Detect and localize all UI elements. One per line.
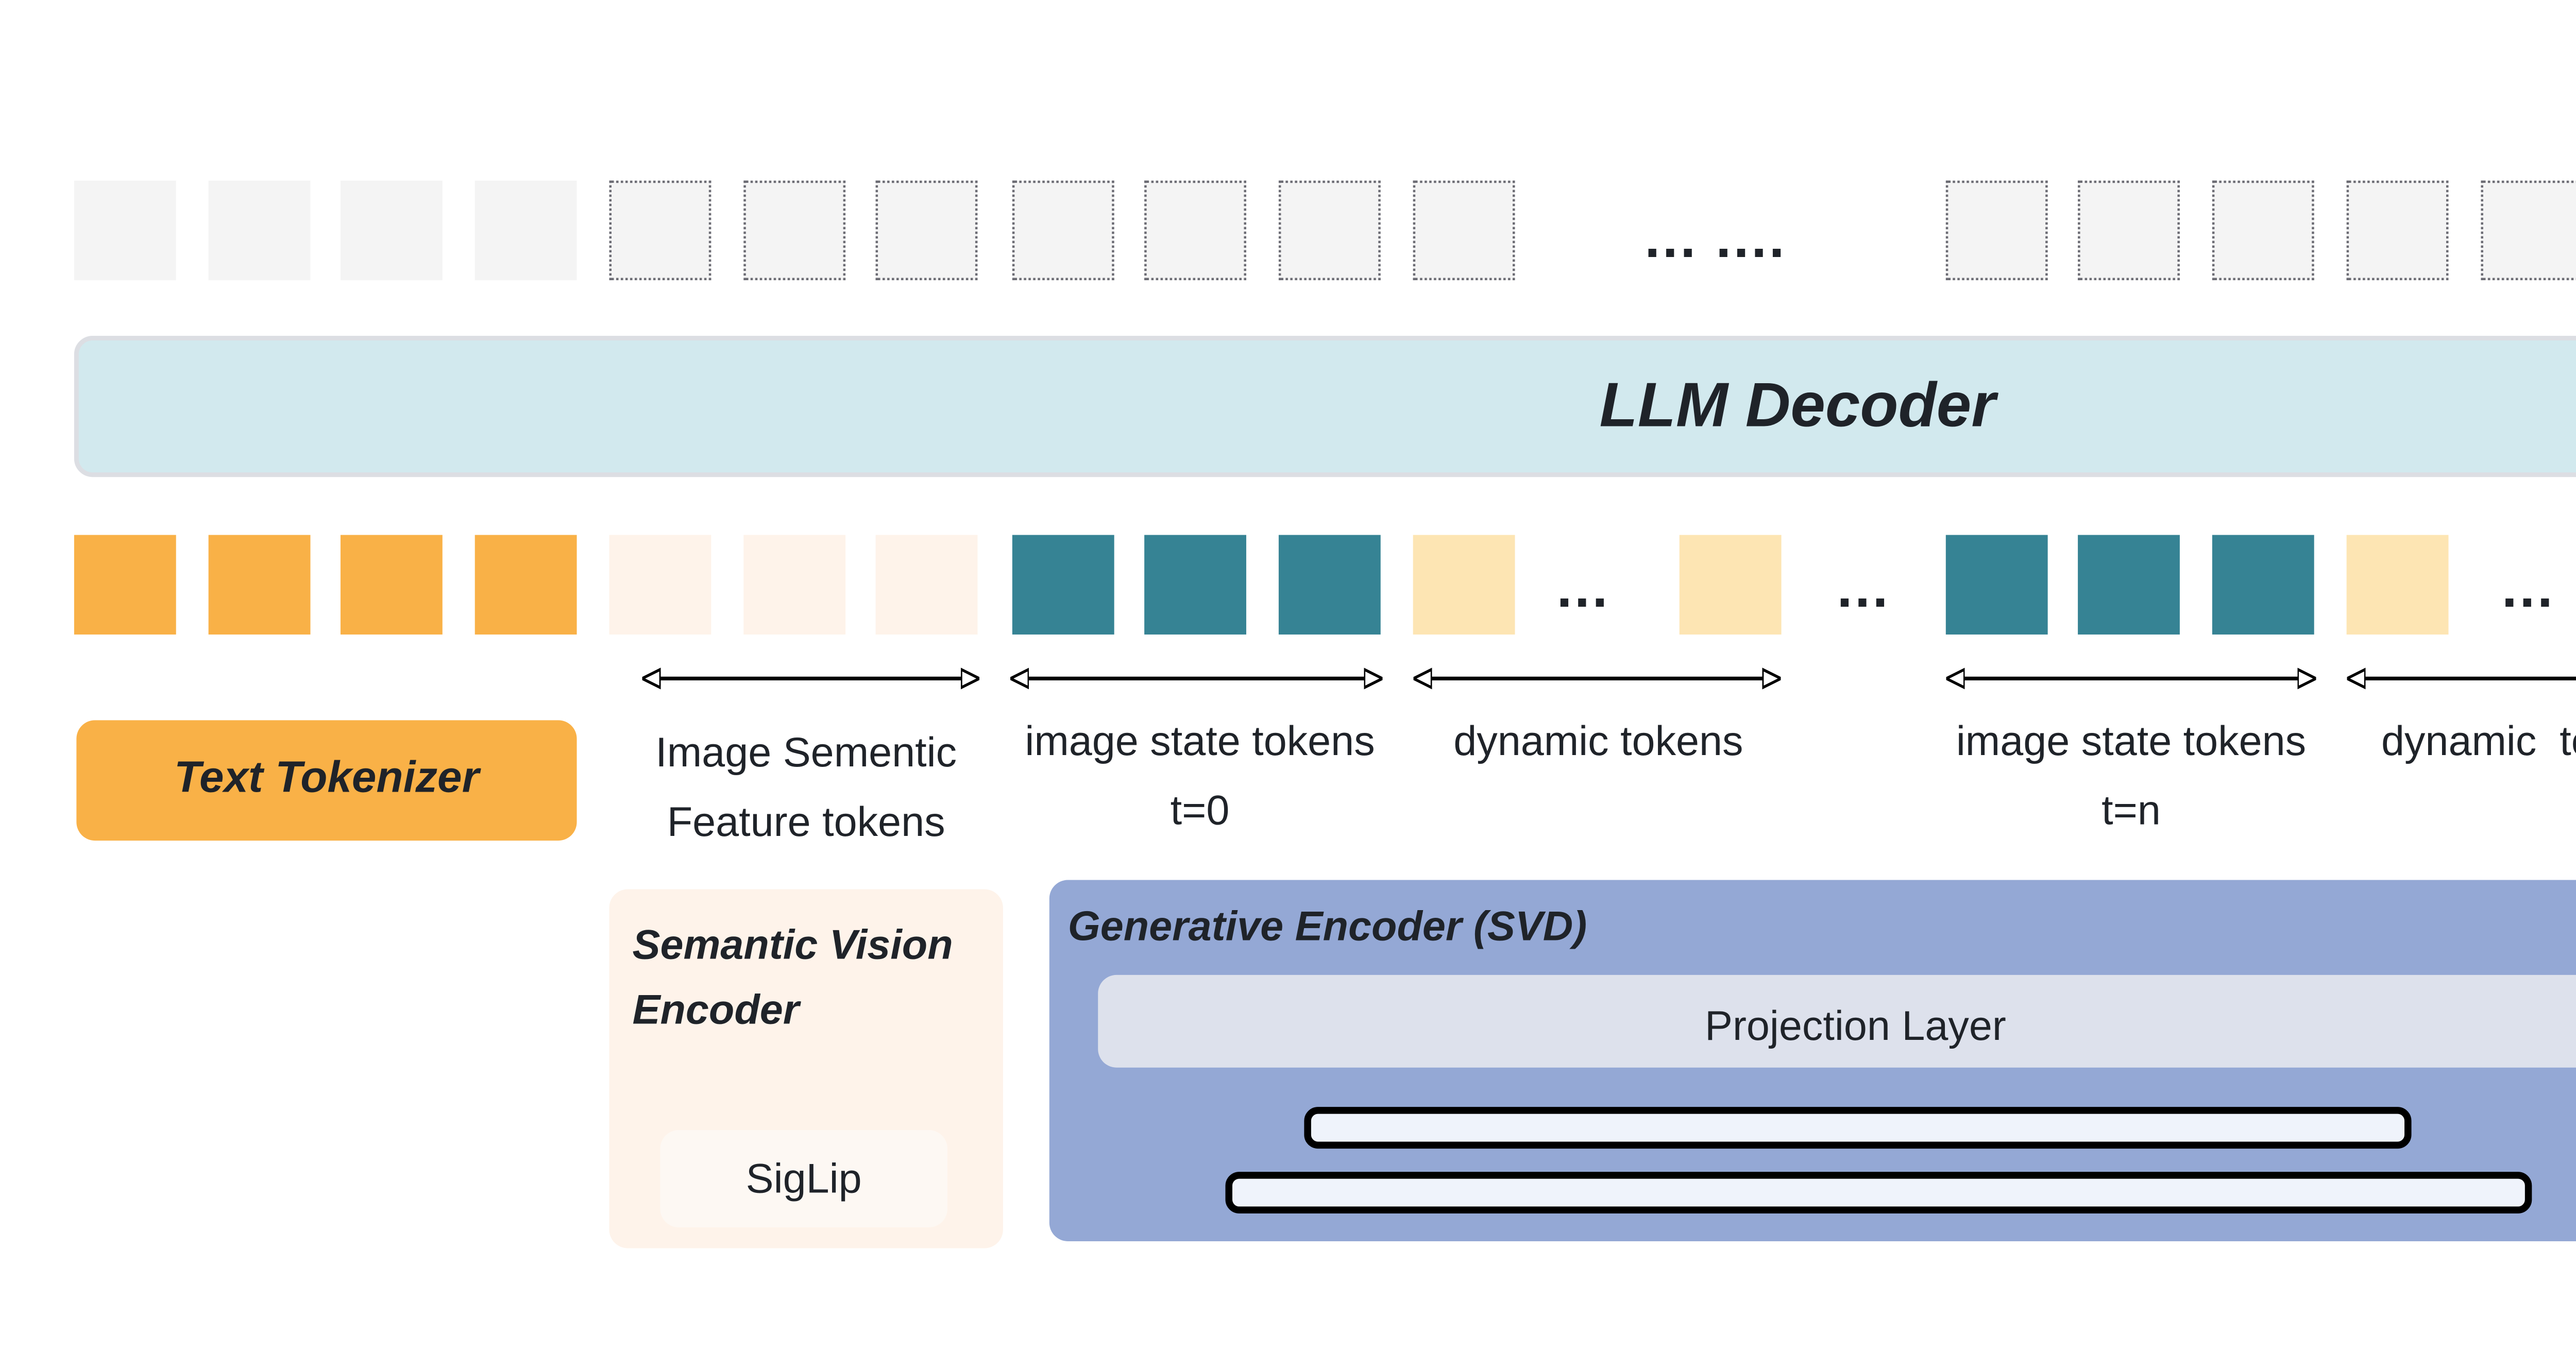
architecture-diagram: ... .... The rocket launching... LLM Dec… [0,0,2576,1368]
timeline-axis [0,0,2576,1368]
